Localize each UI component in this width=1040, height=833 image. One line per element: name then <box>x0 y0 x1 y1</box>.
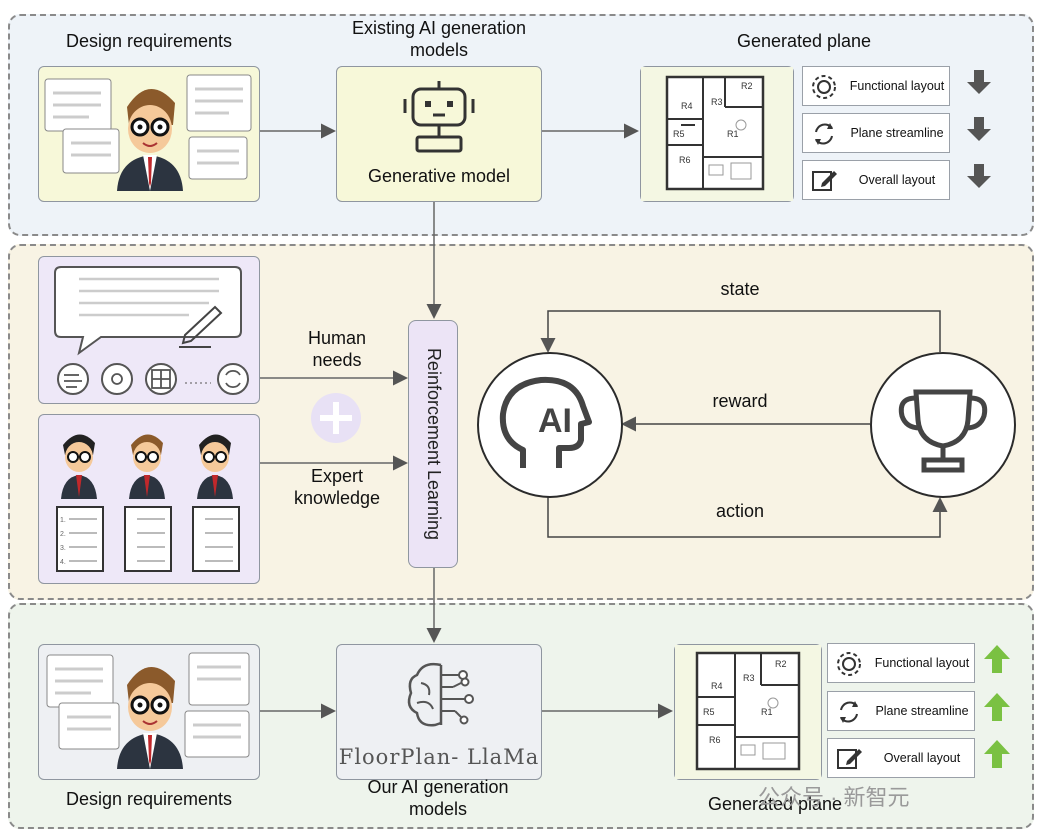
bottom-metric-plane-streamline: Plane streamline <box>827 691 975 731</box>
bottom-design-requirements-label: Design requirements <box>65 789 233 809</box>
environment-circle <box>870 352 1016 498</box>
refresh-icon <box>840 701 858 723</box>
room-label-r1: R1 <box>727 129 739 139</box>
room-label-r3: R3 <box>711 97 723 107</box>
edit-icon <box>812 171 837 191</box>
state-label: state <box>720 279 760 299</box>
up-arrow-icon <box>984 645 1010 673</box>
refresh-icon <box>815 123 833 145</box>
action-label: action <box>715 501 765 521</box>
down-arrow-icon <box>967 164 991 188</box>
room-label-r4: R4 <box>681 101 693 111</box>
edit-icon <box>837 749 862 769</box>
bottom-designer-panel <box>38 644 260 780</box>
room-label-r4: R4 <box>711 681 723 691</box>
top-generated-floorplan: R4 R3 R2 R5 R1 R6 <box>640 66 794 202</box>
bottom-metric-overall-layout: Overall layout <box>827 738 975 778</box>
expert-knowledge-label: Expert knowledge <box>293 466 381 508</box>
gear-icon <box>812 75 836 99</box>
existing-models-title: Existing AI generation models <box>351 18 527 60</box>
top-metric-overall-layout: Overall layout <box>802 160 950 200</box>
reinforcement-learning-box: Reinforcement Learning <box>408 320 458 568</box>
room-label-r5: R5 <box>673 129 685 139</box>
room-label-r5: R5 <box>703 707 715 717</box>
top-generated-plane-label: Generated plane <box>736 31 872 51</box>
room-label-r6: R6 <box>709 735 721 745</box>
human-needs-panel <box>38 256 260 404</box>
gear-icon <box>837 652 861 676</box>
room-label-r3: R3 <box>743 673 755 683</box>
room-label-r2: R2 <box>741 81 753 91</box>
floorplan-image: R4 R3 R2 R5 R1 R6 <box>675 645 821 779</box>
experts-with-checklists-icon: 1. 2. 3. 4. <box>56 434 240 572</box>
top-decrease-arrows <box>967 70 991 188</box>
top-designer-panel <box>38 66 260 202</box>
top-metric-label: Overall layout <box>858 172 936 187</box>
watermark-text: 公众号 · 新智元 <box>758 785 910 810</box>
reward-label: reward <box>712 391 768 411</box>
requirements-speech-bubble-icon <box>54 266 249 395</box>
model-name-label: FloorPlan- LlaMa <box>338 745 540 769</box>
designer-with-speech-bubbles-icon <box>44 74 252 191</box>
svg-text:1.: 1. <box>60 517 66 524</box>
reinforcement-learning-label: Reinforcement Learning <box>423 347 444 541</box>
robot-icon <box>403 81 475 153</box>
top-metric-label: Plane streamline <box>850 125 944 140</box>
human-needs-label: Human needs <box>307 328 367 370</box>
down-arrow-icon <box>967 70 991 94</box>
brain-circuit-icon <box>407 662 474 727</box>
bottom-metric-label: Plane streamline <box>875 703 969 718</box>
bottom-generated-plane-label: Generated plane <box>707 794 843 814</box>
floorplan-image: R4 R3 R2 R5 R1 R6 <box>641 67 793 201</box>
bottom-increase-arrows <box>984 645 1010 768</box>
room-label-r1: R1 <box>761 707 773 717</box>
top-metric-plane-streamline: Plane streamline <box>802 113 950 153</box>
trophy-icon <box>898 389 988 473</box>
our-models-label: Our AI generation models <box>367 777 509 819</box>
up-arrow-icon <box>984 740 1010 768</box>
svg-text:3.: 3. <box>60 545 66 552</box>
room-label-r2: R2 <box>775 659 787 669</box>
floorplan-llama-panel: FloorPlan- LlaMa <box>336 644 542 780</box>
svg-text:2.: 2. <box>60 531 66 538</box>
up-arrow-icon <box>984 693 1010 721</box>
expert-knowledge-panel: 1. 2. 3. 4. <box>38 414 260 584</box>
top-metric-functional-layout: Functional layout <box>802 66 950 106</box>
plus-icon <box>311 393 361 443</box>
generative-model-panel: Generative model <box>336 66 542 202</box>
bottom-metric-label: Overall layout <box>883 750 961 765</box>
svg-text:4.: 4. <box>60 559 66 566</box>
bottom-metric-label: Functional layout <box>874 655 970 670</box>
room-label-r6: R6 <box>679 155 691 165</box>
designer-with-speech-bubbles-icon <box>46 652 250 769</box>
generative-model-label: Generative model <box>367 166 511 186</box>
ai-text: AI <box>538 402 572 440</box>
bottom-generated-floorplan: R4 R3 R2 R5 R1 R6 <box>674 644 822 780</box>
ai-head-icon: AI <box>499 376 592 468</box>
ai-agent-circle: AI <box>477 352 623 498</box>
top-metric-label: Functional layout <box>849 78 945 93</box>
bottom-metric-functional-layout: Functional layout <box>827 643 975 683</box>
down-arrow-icon <box>967 117 991 141</box>
top-design-requirements-label: Design requirements <box>65 31 233 51</box>
